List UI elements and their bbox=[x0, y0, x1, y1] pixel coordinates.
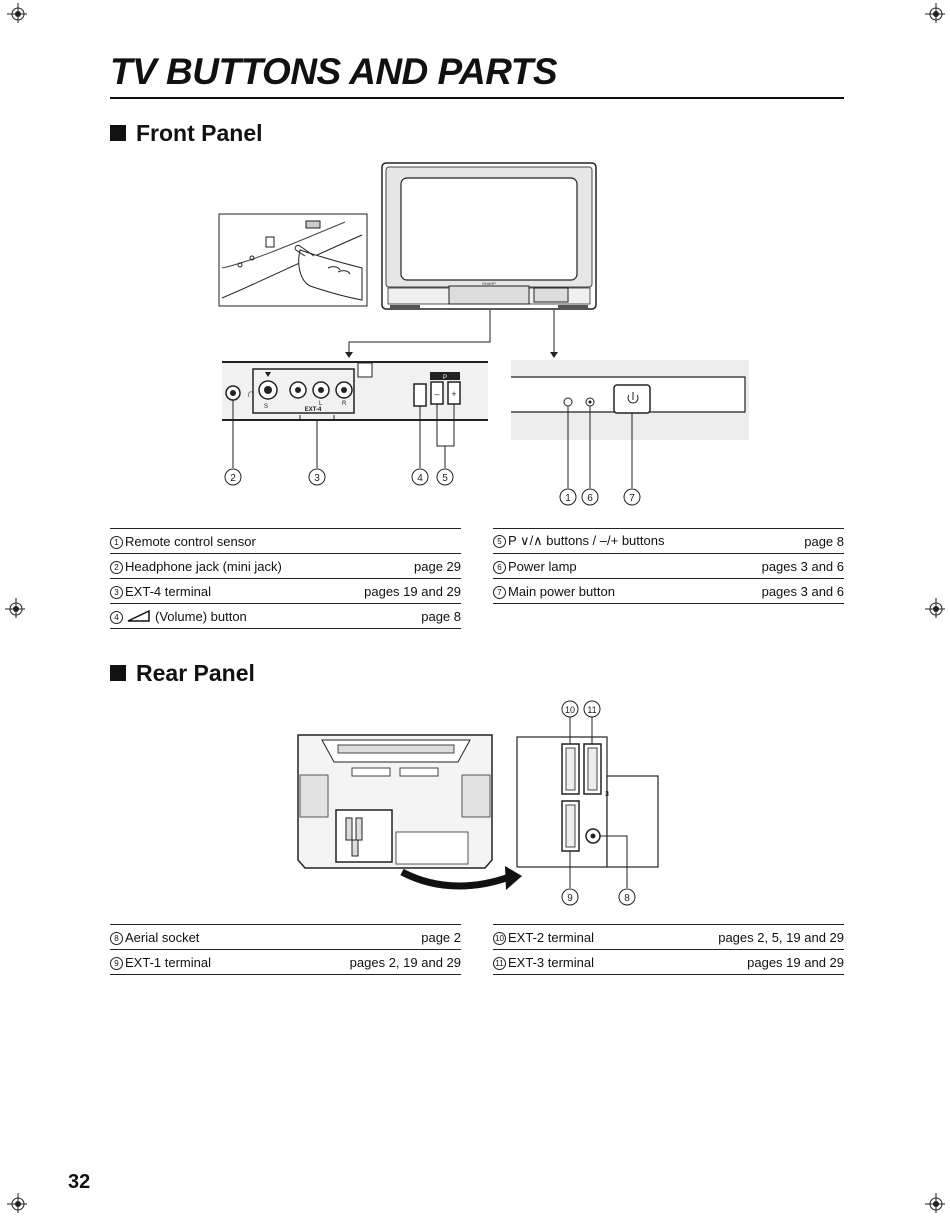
legend-label: EXT-4 terminal bbox=[125, 583, 211, 599]
square-bullet-icon bbox=[110, 665, 126, 681]
registration-mark-top-left bbox=[7, 3, 27, 23]
svg-text:7: 7 bbox=[629, 493, 635, 504]
svg-text:5: 5 bbox=[442, 473, 448, 484]
legend-number: 9 bbox=[110, 956, 123, 970]
callout-3: 3 bbox=[308, 468, 326, 486]
legend-page: pages 3 and 6 bbox=[761, 583, 844, 599]
front-panel-illustration: SHARP ∩ S L R EXT-4 P – + bbox=[218, 162, 749, 506]
registration-mark-left bbox=[5, 598, 25, 618]
svg-text:9: 9 bbox=[567, 893, 573, 904]
legend-number: 5 bbox=[493, 535, 506, 548]
callout-11: 11 bbox=[583, 700, 601, 718]
svideo-label: S bbox=[264, 404, 268, 410]
legend-number: 11 bbox=[493, 956, 506, 970]
legend-number: 7 bbox=[493, 585, 506, 599]
callout-10: 10 bbox=[561, 700, 579, 718]
legend-label: Headphone jack (mini jack) bbox=[125, 558, 282, 574]
svg-text:SHARP: SHARP bbox=[482, 281, 496, 286]
svg-text:+: + bbox=[451, 389, 456, 399]
legend-page: pages 3 and 6 bbox=[761, 558, 844, 574]
rear-panel-illustration: 3 10 11 9 8 bbox=[297, 700, 659, 906]
legend-page: page 8 bbox=[804, 533, 844, 549]
svg-text:3: 3 bbox=[314, 473, 320, 484]
page-number: 32 bbox=[68, 1171, 91, 1193]
registration-mark-right bbox=[925, 598, 945, 618]
legend-page: pages 19 and 29 bbox=[747, 954, 844, 970]
square-bullet-icon bbox=[110, 125, 126, 141]
svg-text:8: 8 bbox=[624, 893, 630, 904]
legend-label: P ∨/∧ buttons / –/+ buttons bbox=[508, 533, 665, 548]
legend-page: page 2 bbox=[421, 929, 461, 945]
legend-label: Aerial socket bbox=[125, 929, 200, 945]
legend-number: 3 bbox=[110, 585, 123, 599]
legend-label: Main power button bbox=[508, 583, 615, 599]
callout-1: 1 bbox=[559, 488, 577, 506]
legend-label: EXT-1 terminal bbox=[125, 954, 211, 970]
legend-page: pages 19 and 29 bbox=[364, 583, 461, 599]
legend-row: 4 (Volume) button page 8 bbox=[110, 604, 461, 629]
callout-9: 9 bbox=[561, 888, 579, 906]
svg-text:6: 6 bbox=[587, 493, 593, 504]
svg-text:11: 11 bbox=[587, 705, 596, 715]
title-rule bbox=[110, 97, 844, 99]
audio-r-label: R bbox=[342, 401, 347, 407]
rear-panel-heading-text: Rear Panel bbox=[136, 660, 255, 686]
legend-number: 10 bbox=[493, 931, 506, 945]
page-title: TV BUTTONS AND PARTS bbox=[110, 51, 558, 92]
callout-6: 6 bbox=[581, 488, 599, 506]
registration-mark-top-right bbox=[925, 3, 945, 23]
svg-text:–: – bbox=[434, 389, 439, 399]
legend-label: (Volume) button bbox=[155, 608, 247, 624]
svg-text:∩: ∩ bbox=[247, 388, 255, 400]
volume-wedge-icon bbox=[127, 609, 150, 622]
svg-text:2: 2 bbox=[230, 473, 236, 484]
legend-number: 1 bbox=[110, 535, 123, 549]
legend-number: 8 bbox=[110, 931, 123, 945]
legend-number: 4 bbox=[110, 610, 123, 624]
legend-label: Power lamp bbox=[508, 558, 577, 574]
legend-number: 6 bbox=[493, 560, 506, 574]
callout-4: 4 bbox=[411, 468, 429, 486]
callout-5: 5 bbox=[436, 468, 454, 486]
program-p-label: P bbox=[443, 375, 447, 381]
callout-7: 7 bbox=[623, 488, 641, 506]
svg-text:3: 3 bbox=[605, 791, 609, 798]
front-panel-heading: Front Panel bbox=[110, 119, 263, 147]
legend-label: Remote control sensor bbox=[125, 533, 256, 549]
front-panel-heading-text: Front Panel bbox=[136, 120, 263, 146]
svg-text:1: 1 bbox=[565, 493, 571, 504]
legend-page: pages 2, 5, 19 and 29 bbox=[718, 929, 844, 945]
legend-page: page 29 bbox=[414, 558, 461, 574]
legend-label: EXT-2 terminal bbox=[508, 929, 594, 945]
legend-label: EXT-3 terminal bbox=[508, 954, 594, 970]
svg-text:4: 4 bbox=[417, 473, 423, 484]
legend-page: page 8 bbox=[421, 608, 461, 624]
callout-2: 2 bbox=[224, 468, 242, 486]
registration-mark-bottom-right bbox=[925, 1193, 945, 1213]
audio-l-label: L bbox=[319, 401, 323, 407]
registration-mark-bottom-left bbox=[7, 1193, 27, 1213]
legend-page: pages 2, 19 and 29 bbox=[349, 954, 461, 970]
legend-number: 2 bbox=[110, 560, 123, 574]
rear-panel-heading: Rear Panel bbox=[110, 659, 255, 687]
ext4-label: EXT-4 bbox=[305, 407, 322, 413]
callout-8: 8 bbox=[618, 888, 636, 906]
svg-text:10: 10 bbox=[565, 705, 575, 715]
